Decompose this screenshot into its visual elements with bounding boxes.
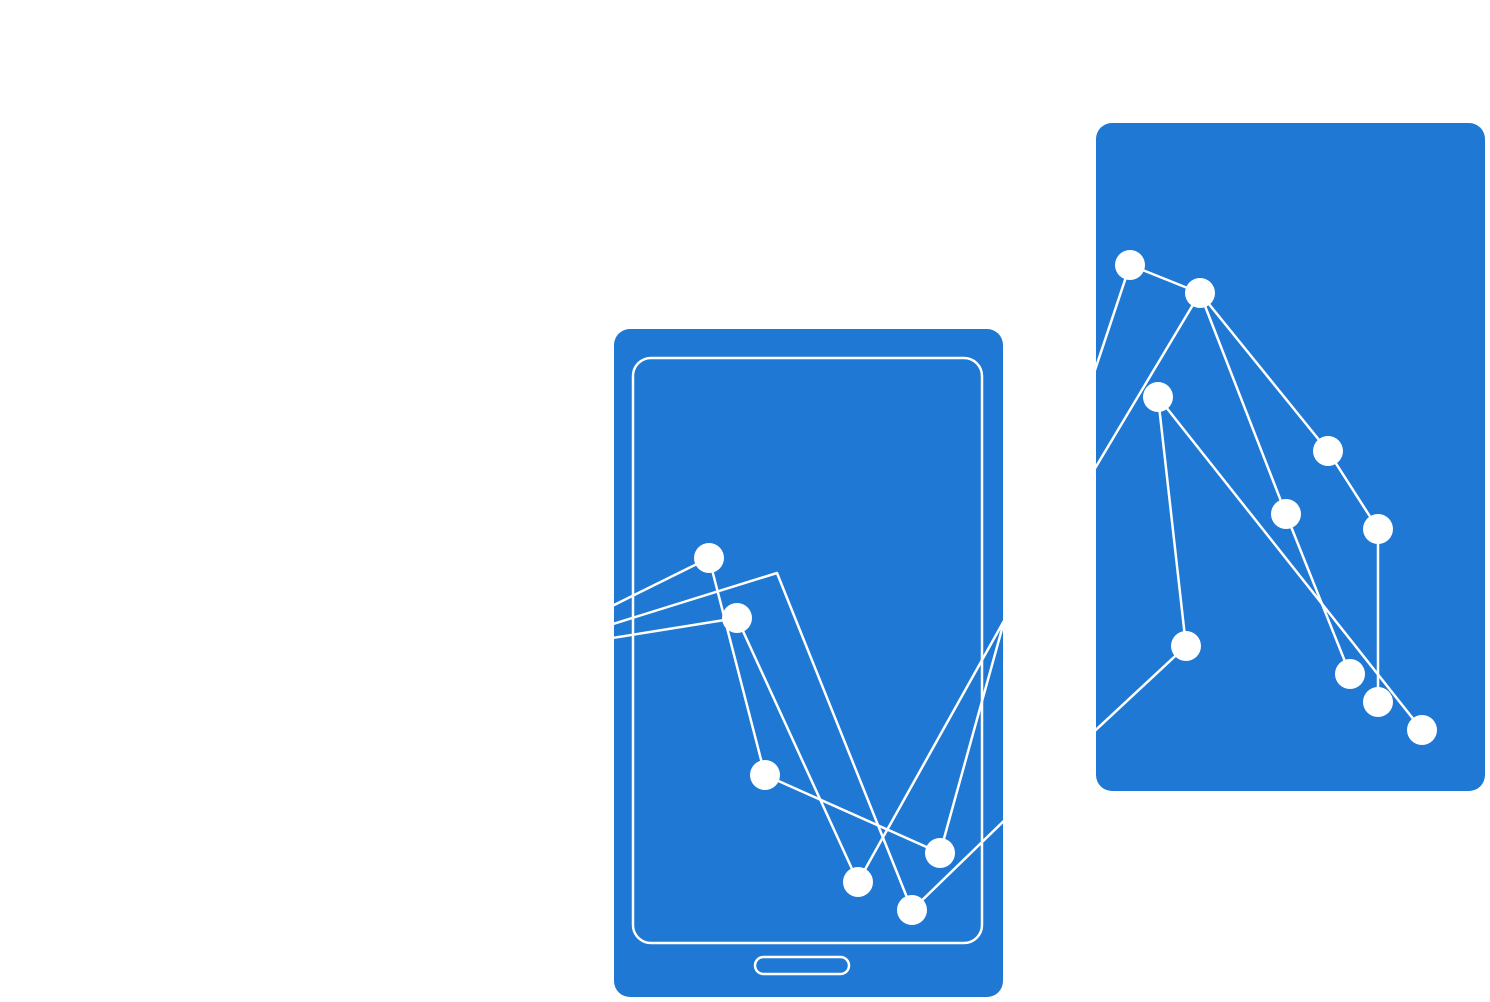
network-line xyxy=(614,609,1003,884)
network-node xyxy=(1313,436,1343,466)
phone-device xyxy=(614,329,1003,997)
network-node xyxy=(750,760,780,790)
tablet-network xyxy=(1096,250,1437,745)
network-line xyxy=(1096,291,1352,675)
network-line xyxy=(614,571,1003,912)
network-node xyxy=(694,543,724,573)
network-node xyxy=(1171,631,1201,661)
phone-network xyxy=(614,543,1003,925)
network-node xyxy=(1185,278,1215,308)
network-node xyxy=(1115,250,1145,280)
phone-body xyxy=(614,329,1003,997)
network-node xyxy=(1363,687,1393,717)
network-node xyxy=(1143,382,1173,412)
network-node xyxy=(897,895,927,925)
network-node xyxy=(722,603,752,633)
network-line xyxy=(1096,263,1380,702)
network-line xyxy=(1096,395,1423,741)
network-node xyxy=(1271,499,1301,529)
tablet-body xyxy=(1096,123,1485,791)
network-node xyxy=(925,838,955,868)
tablet-device xyxy=(1096,123,1485,791)
phone-screen-frame xyxy=(631,356,984,945)
network-node xyxy=(843,867,873,897)
network-node xyxy=(1407,715,1437,745)
network-node xyxy=(1335,659,1365,689)
phone-home-button xyxy=(753,955,851,976)
network-node xyxy=(1363,514,1393,544)
